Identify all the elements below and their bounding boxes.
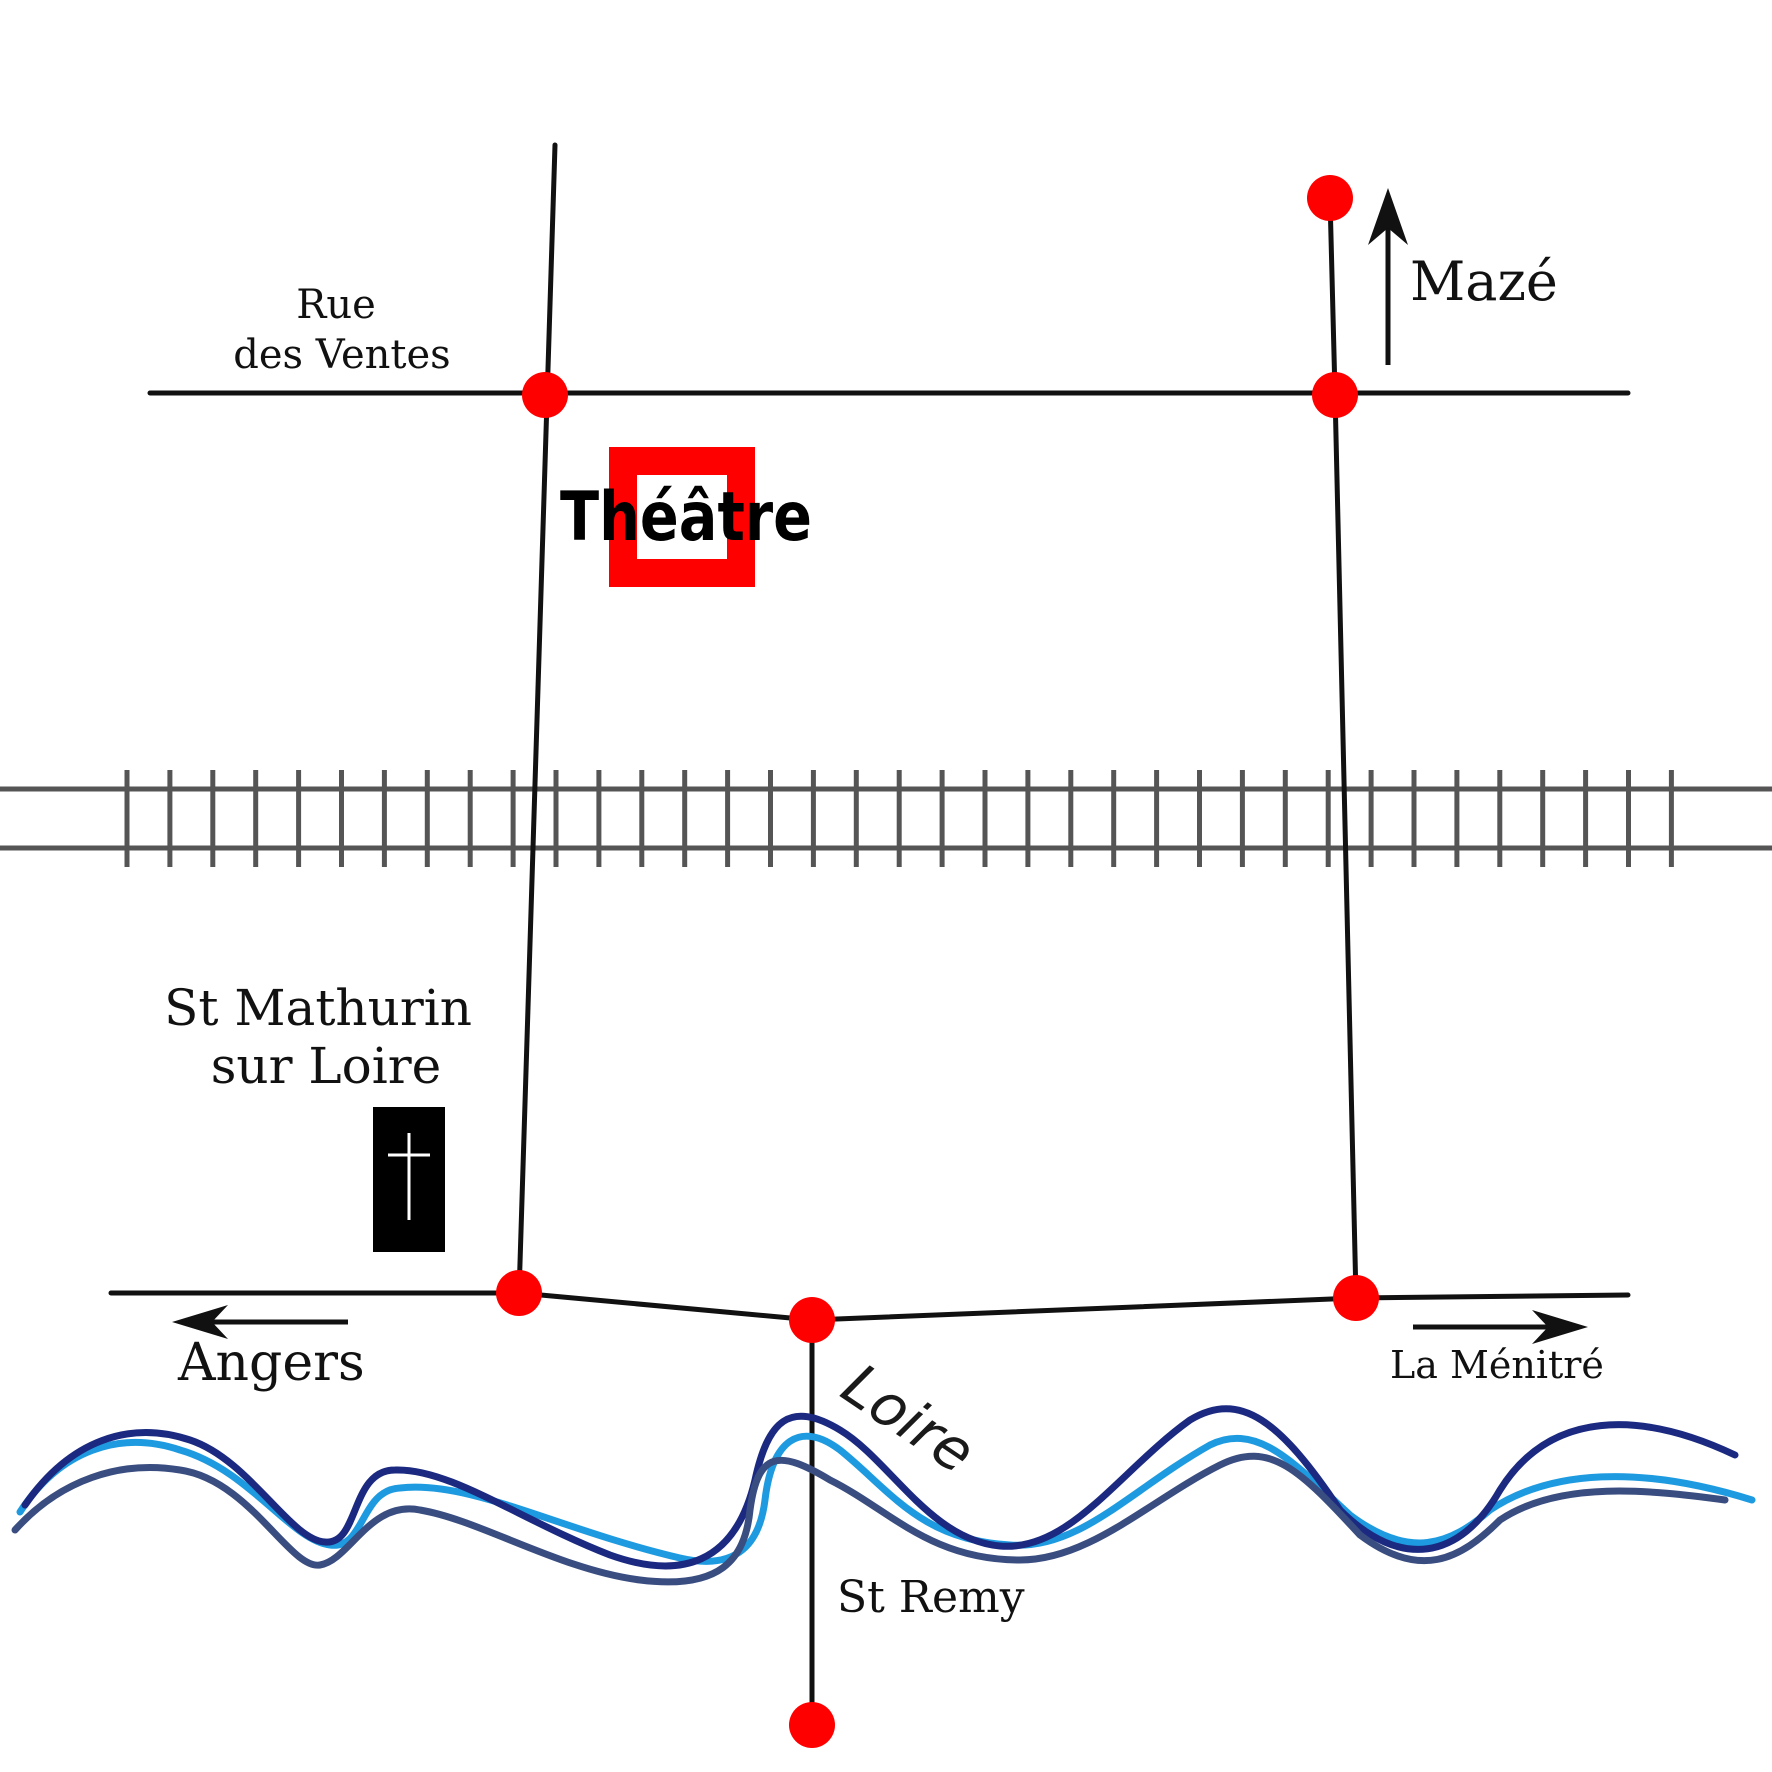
label-angers: Angers [177,1333,365,1393]
theatre-marker: Théâtre [560,447,812,587]
label-des-ventes: des Ventes [233,332,450,378]
nodes [496,175,1379,1748]
label-la-menitre: La Ménitré [1390,1343,1604,1387]
road-main-south [516,1290,1631,1323]
theatre-frame [609,447,755,587]
node-south-west [496,1270,542,1316]
road-east-vertical [1327,195,1359,1301]
label-loire: Loire [830,1350,987,1487]
road-west-vertical [516,142,558,1298]
label-maze: Mazé [1410,250,1558,313]
arrow-icon-angers [172,1305,348,1339]
node-maze-end [1307,175,1353,221]
railway [0,770,1772,867]
label-theatre: Théâtre [560,478,812,557]
arrow-icon-maze [1368,188,1408,365]
node-south-center [789,1297,835,1343]
river-line-dark [21,1405,1739,1570]
roads [108,142,1631,1728]
label-st-remy: St Remy [837,1572,1025,1623]
node-ventes-east [1312,372,1358,418]
node-st-remy [789,1702,835,1748]
label-st-mathurin: St Mathurin [164,979,472,1037]
node-south-east [1333,1275,1379,1321]
label-sur-loire: sur Loire [211,1037,441,1095]
label-rue: Rue [296,282,376,328]
node-ventes-west [522,372,568,418]
river-line-mid [11,1452,1729,1586]
arrow-icon-la-menitre [1413,1310,1588,1344]
railway-sleepers [124,770,1674,867]
cross-icon [373,1107,445,1252]
